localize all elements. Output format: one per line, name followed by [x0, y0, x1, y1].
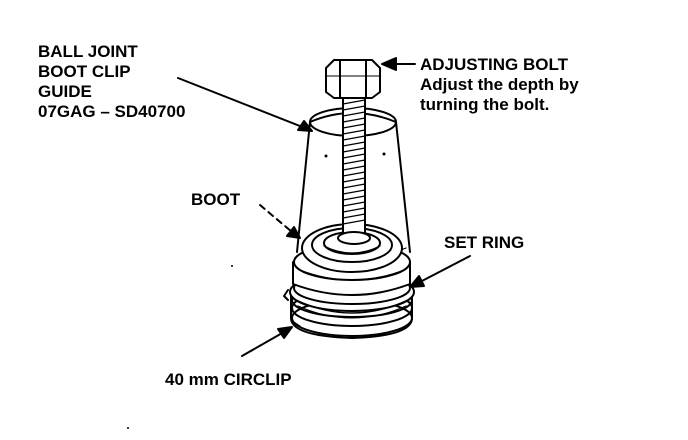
adjusting-bolt-title: ADJUSTING BOLT: [420, 55, 568, 74]
adjusting-bolt-note-line1: Adjust the depth by: [420, 75, 579, 94]
boot-label: BOOT: [191, 190, 241, 209]
leader-circlip: [241, 326, 293, 357]
tool-part-number: 07GAG – SD40700: [38, 102, 186, 121]
speck: [231, 265, 233, 267]
tool-label-line2: BOOT CLIP: [38, 62, 131, 81]
circlip-label: 40 mm CIRCLIP: [165, 370, 292, 389]
adjusting-bolt-note-line2: turning the bolt.: [420, 95, 550, 114]
leader-set-ring: [409, 255, 471, 288]
leader-adjusting-bolt: [381, 57, 416, 71]
leader-boot: [259, 204, 301, 239]
tool-label: BALL JOINT BOOT CLIP GUIDE 07GAG – SD407…: [38, 42, 185, 122]
adjusting-bolt-label: ADJUSTING BOLT Adjust the depth by turni…: [420, 55, 579, 115]
leader-tool: [177, 77, 313, 132]
adjusting-bolt: [325, 59, 381, 245]
tool-label-line3: GUIDE: [38, 82, 92, 101]
set-ring-label: SET RING: [444, 233, 525, 252]
tool-label-line1: BALL JOINT: [38, 42, 138, 61]
speck: [127, 427, 129, 429]
